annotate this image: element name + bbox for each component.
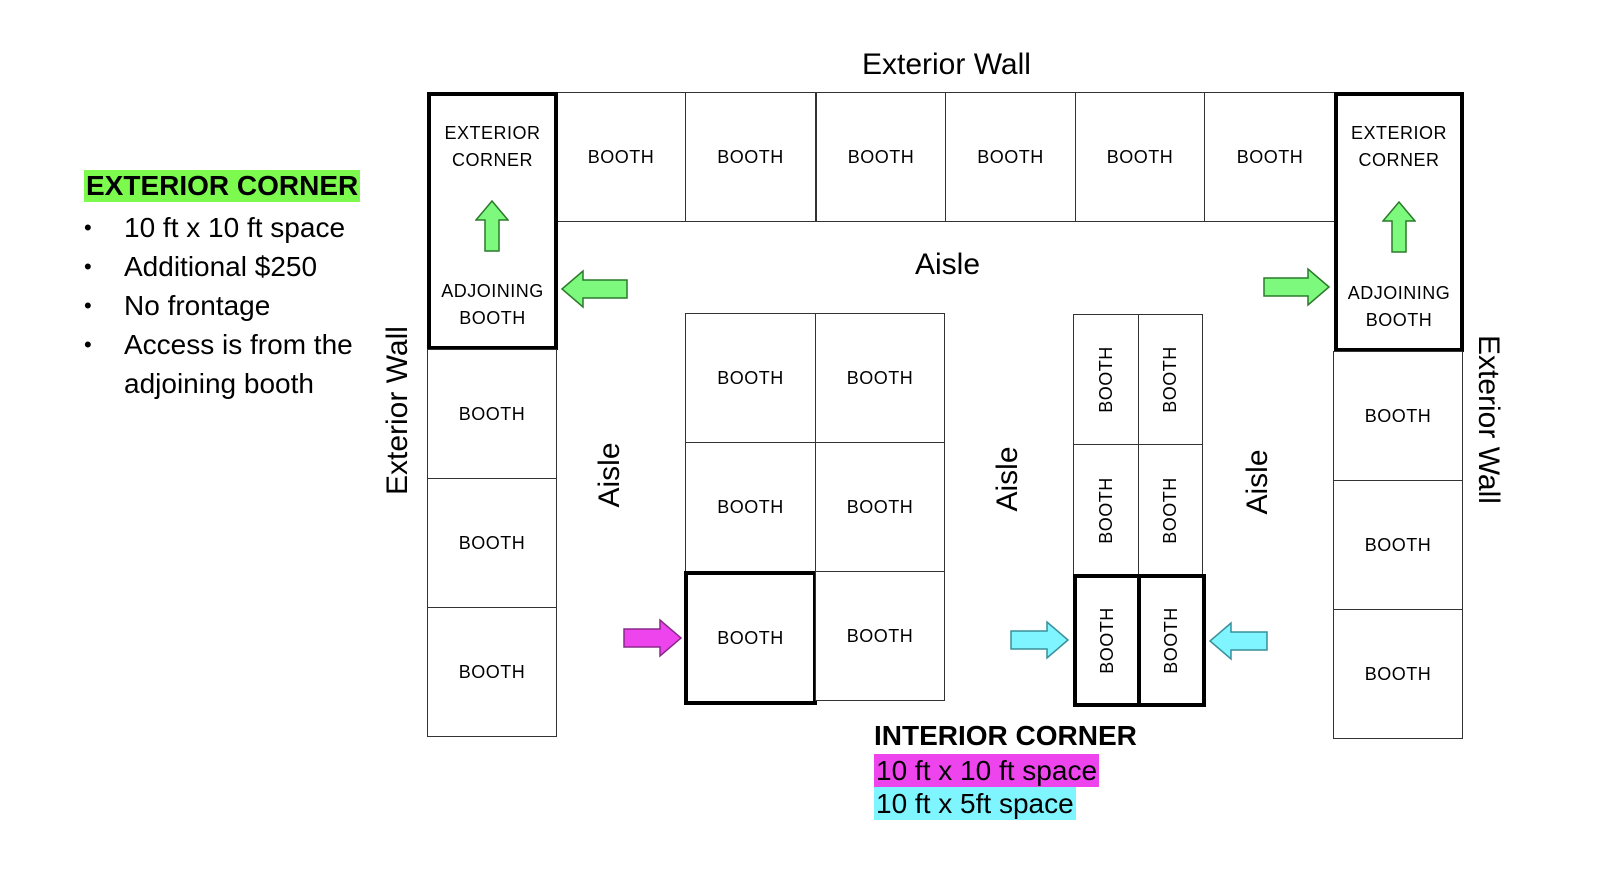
interior-corner-booth-10x10[interactable]: BOOTH (684, 571, 817, 705)
exterior-corner-right[interactable]: EXTERIOR CORNER ADJOINING BOOTH (1334, 92, 1464, 352)
interior-corner-booth-10x5-left[interactable]: BOOTH (1073, 574, 1141, 707)
interior-corner-legend-title: INTERIOR CORNER (874, 720, 1137, 751)
exterior-corner-left[interactable]: EXTERIOR CORNER ADJOINING BOOTH (427, 92, 558, 350)
booth-top-1[interactable]: BOOTH (556, 92, 686, 222)
up-arrow-icon (475, 200, 510, 252)
exterior-corner-legend: EXTERIOR CORNER 10 ft x 10 ft space Addi… (84, 170, 384, 403)
narrow-booth-3[interactable]: BOOTH (1073, 444, 1139, 576)
booth-top-2[interactable]: BOOTH (685, 92, 816, 222)
narrow-booth-4[interactable]: BOOTH (1138, 444, 1203, 576)
legend-10x5-line: 10 ft x 5ft space (874, 787, 1076, 820)
booth-left-2[interactable]: BOOTH (427, 478, 557, 608)
right-arrow-icon (1263, 267, 1331, 307)
left-arrow-icon (560, 269, 628, 309)
narrow-booth-1[interactable]: BOOTH (1073, 314, 1139, 445)
exterior-wall-top-label: Exterior Wall (862, 48, 1031, 81)
booth-left-1[interactable]: BOOTH (427, 349, 557, 479)
aisle-label-top: Aisle (915, 248, 981, 281)
booth-mid-1[interactable]: BOOTH (685, 313, 816, 443)
booth-mid-2[interactable]: BOOTH (815, 313, 945, 443)
booth-top-3[interactable]: BOOTH (815, 92, 946, 222)
booth-mid-6[interactable]: BOOTH (815, 571, 945, 701)
legend-item: No frontage (84, 286, 384, 325)
booth-top-4[interactable]: BOOTH (945, 92, 1076, 222)
left-arrow-icon (1208, 621, 1268, 661)
booth-right-2[interactable]: BOOTH (1333, 480, 1463, 610)
booth-top-5[interactable]: BOOTH (1075, 92, 1205, 222)
interior-corner-legend: INTERIOR CORNER 10 ft x 10 ft space 10 f… (874, 718, 1137, 820)
legend-item: Access is from the adjoining booth (84, 325, 384, 403)
aisle-label-left: Aisle (593, 442, 626, 508)
booth-top-6[interactable]: BOOTH (1204, 92, 1336, 222)
aisle-label-right: Aisle (1241, 449, 1274, 515)
interior-corner-booth-10x5-right[interactable]: BOOTH (1137, 574, 1206, 707)
exterior-wall-right-label: Exterior Wall (1472, 335, 1505, 504)
booth-left-3[interactable]: BOOTH (427, 607, 557, 737)
booth-mid-3[interactable]: BOOTH (685, 442, 816, 572)
right-arrow-icon (623, 618, 683, 658)
narrow-booth-2[interactable]: BOOTH (1138, 314, 1203, 445)
booth-mid-4[interactable]: BOOTH (815, 442, 945, 572)
right-arrow-icon (1010, 620, 1070, 660)
up-arrow-icon (1381, 201, 1416, 253)
exterior-wall-left-label: Exterior Wall (381, 326, 414, 495)
booth-right-1[interactable]: BOOTH (1333, 351, 1463, 481)
exterior-corner-legend-list: 10 ft x 10 ft space Additional $250 No f… (84, 208, 384, 403)
legend-10x10-line: 10 ft x 10 ft space (874, 754, 1100, 787)
legend-item: Additional $250 (84, 247, 384, 286)
exterior-corner-legend-title: EXTERIOR CORNER (84, 170, 361, 202)
booth-right-3[interactable]: BOOTH (1333, 609, 1463, 739)
aisle-label-middle: Aisle (991, 446, 1024, 512)
legend-item: 10 ft x 10 ft space (84, 208, 384, 247)
